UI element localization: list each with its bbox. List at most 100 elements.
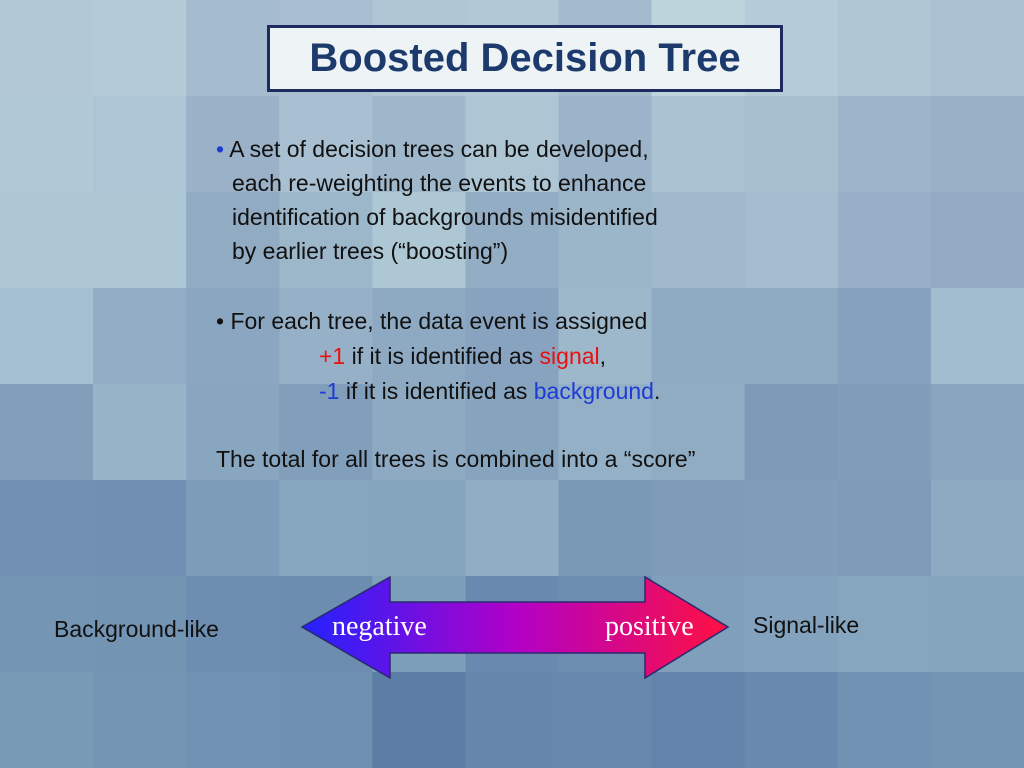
mosaic-tile [744,672,839,768]
mosaic-tile [744,480,839,577]
mosaic-tile [465,480,560,577]
mosaic-tile [465,288,560,385]
mosaic-tile [279,192,374,289]
mosaic-tile [930,0,1024,97]
mosaic-tile [558,192,653,289]
mosaic-tile [651,480,746,577]
plus-text: if it is identified as [345,343,540,369]
mosaic-tile [372,672,467,768]
mosaic-tile [279,672,374,768]
mosaic-tile [465,192,560,289]
mosaic-tile [930,672,1024,768]
mosaic-tile [744,96,839,193]
minus-end: . [653,378,661,404]
mosaic-tile [93,0,188,97]
mosaic-tile [279,384,374,481]
mosaic-tile [372,384,467,481]
mosaic-tile [0,672,95,768]
mosaic-tile [837,0,932,97]
mosaic-tile [186,576,281,673]
mosaic-tile [0,192,95,289]
mosaic-tile [837,576,932,673]
mosaic-tile [651,96,746,193]
mosaic-tile [186,96,281,193]
mosaic-tile [837,672,932,768]
mosaic-tile [0,288,95,385]
mosaic-tile [744,384,839,481]
bullet1-line1: • A set of decision trees can be develop… [216,132,649,166]
mosaic-tile [651,672,746,768]
mosaic-tile [744,192,839,289]
mosaic-tile [930,192,1024,289]
mosaic-tile [186,384,281,481]
mosaic-tile [930,96,1024,193]
bullet1-text-1: A set of decision trees can be developed… [229,136,649,162]
mosaic-tile [372,192,467,289]
minus-one-value: -1 [319,378,340,404]
bullet1-line4: by earlier trees (“boosting”) [232,238,509,264]
background-word: background [533,378,654,404]
mosaic-tile [93,480,188,577]
mosaic-tile [372,480,467,577]
mosaic-tile [93,672,188,768]
mosaic-tile [837,192,932,289]
mosaic-tile [744,576,839,673]
mosaic-tile [93,96,188,193]
mosaic-tile [465,384,560,481]
mosaic-tile [558,384,653,481]
mosaic-tile [930,288,1024,385]
mosaic-tile [186,288,281,385]
plus-end: , [599,343,607,369]
signal-word: signal [539,343,600,369]
score-scale-arrow: negative positive [300,575,730,680]
mosaic-tile [558,96,653,193]
mosaic-tile [558,480,653,577]
mosaic-tile [186,192,281,289]
mosaic-tile [465,96,560,193]
summary-text: The total for all trees is combined into… [216,446,696,472]
double-headed-arrow-shape [300,575,730,680]
mosaic-tile [0,0,95,97]
bullet1-line2: each re-weighting the events to enhance [232,170,647,196]
title-box: Boosted Decision Tree [267,25,783,92]
mosaic-tile [0,576,95,673]
bullet-marker: • [216,136,225,162]
mosaic-tile [837,384,932,481]
mosaic-tile [837,480,932,577]
plus-one-value: +1 [319,343,346,369]
mosaic-tile [465,672,560,768]
mosaic-tile [279,480,374,577]
slide-title: Boosted Decision Tree [309,36,741,80]
mosaic-tile [744,288,839,385]
bullet2-minus-line: -1 if it is identified as background. [319,374,660,408]
mosaic-tile [186,480,281,577]
bullet2-plus-line: +1 if it is identified as signal, [319,339,606,373]
minus-text: if it is identified as [339,378,534,404]
mosaic-tile [93,576,188,673]
bullet2-intro: • For each tree, the data event is assig… [216,308,648,334]
mosaic-tile [372,288,467,385]
mosaic-tile [93,288,188,385]
mosaic-tile [279,288,374,385]
mosaic-tile [558,672,653,768]
mosaic-tile [0,96,95,193]
mosaic-tile [93,384,188,481]
mosaic-tile [558,288,653,385]
mosaic-tile [0,480,95,577]
mosaic-tile [93,192,188,289]
mosaic-tile [186,0,281,97]
mosaic-tile [279,96,374,193]
mosaic-tile [651,384,746,481]
negative-label: negative [332,611,427,642]
mosaic-tile [837,96,932,193]
mosaic-tile [651,192,746,289]
mosaic-tile [930,384,1024,481]
mosaic-tile [930,480,1024,577]
mosaic-tile [837,288,932,385]
mosaic-tile [930,576,1024,673]
positive-label: positive [605,611,694,642]
mosaic-tile [651,288,746,385]
mosaic-tile [0,384,95,481]
mosaic-tile [372,96,467,193]
bullet1-line3: identification of backgrounds misidentif… [232,204,658,230]
